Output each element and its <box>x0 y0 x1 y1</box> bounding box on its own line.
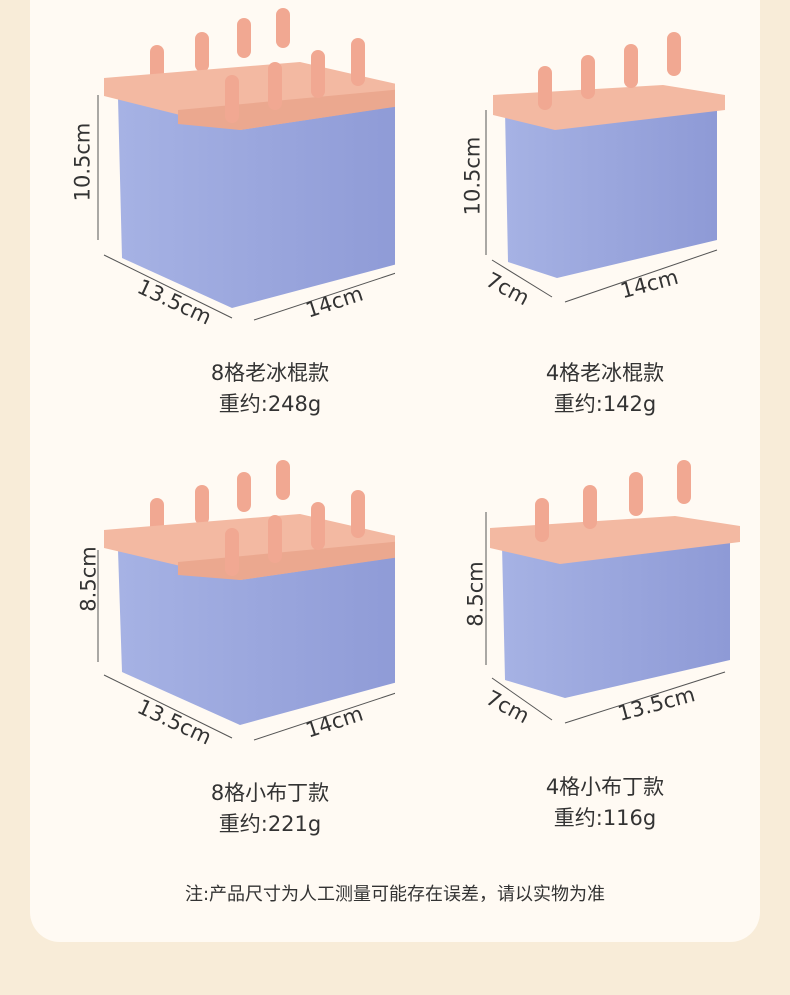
mold-4-tall-illustration <box>485 32 725 303</box>
product-4-slot-pudding: 8.5cm 7cm 13.5cm 4格小布丁款 重约:116g <box>395 440 790 890</box>
height-label: 10.5cm <box>70 122 95 202</box>
product-weight: 重约:116g <box>553 806 657 830</box>
product-4-slot-classic: 10.5cm 7cm 14cm 4格老冰棍款 重约:142g <box>395 0 790 450</box>
product-caption: 8格老冰棍款 重约:248g <box>120 358 420 420</box>
product-name: 8格老冰棍款 <box>210 361 330 385</box>
measurement-note: 注:产品尺寸为人工测量可能存在误差，请以实物为准 <box>184 884 606 905</box>
height-label: 8.5cm <box>76 546 101 612</box>
product-name: 4格老冰棍款 <box>545 361 665 385</box>
product-8-slot-classic: 10.5cm 13.5cm 14cm 8格老冰棍款 重约:248g <box>0 0 395 450</box>
mold-8-tall-illustration <box>97 8 395 321</box>
product-weight: 重约:248g <box>218 392 322 416</box>
product-weight: 重约:142g <box>553 392 657 416</box>
mold-4-short-illustration <box>485 460 740 724</box>
product-8-slot-pudding: 8.5cm 13.5cm 14cm 8格小布丁款 重约:221g <box>0 440 395 890</box>
product-name: 4格小布丁款 <box>545 775 665 799</box>
product-name: 8格小布丁款 <box>210 781 330 805</box>
product-caption: 8格小布丁款 重约:221g <box>120 778 420 840</box>
height-label: 8.5cm <box>463 561 488 627</box>
product-weight: 重约:221g <box>218 812 322 836</box>
product-caption: 4格小布丁款 重约:116g <box>455 772 755 834</box>
height-label: 10.5cm <box>460 136 485 216</box>
mold-8-short-illustration <box>97 460 395 741</box>
product-caption: 4格老冰棍款 重约:142g <box>455 358 755 420</box>
